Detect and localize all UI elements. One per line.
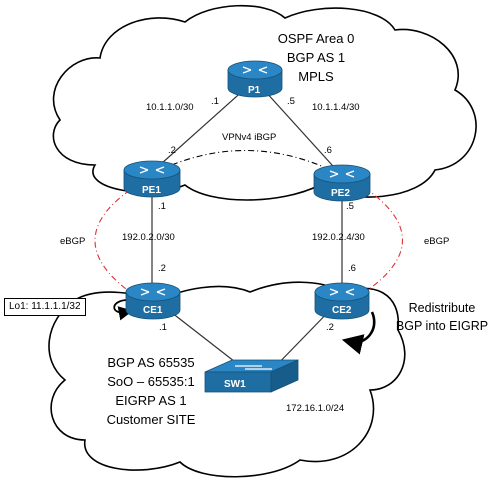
p1-pe2-pe2-end: .6 <box>324 145 332 156</box>
pe1-ce1-pe1-end: .1 <box>158 201 166 212</box>
provider-cloud-line-1: OSPF Area 0 <box>277 31 355 46</box>
redistribute-arrow <box>341 311 376 355</box>
provider-cloud-line-3: MPLS <box>298 69 334 84</box>
ebgp-left-label: eBGP <box>60 236 86 247</box>
customer-cloud-line-3: EIGRP AS 1 <box>115 393 187 408</box>
pe2-ce2-pe2-end: .5 <box>346 201 354 212</box>
ibgp-label: VPNv4 iBGP <box>222 132 277 143</box>
sw1-label: SW1 <box>224 379 246 390</box>
pe1-ce1-subnet: 192.0.2.0/30 <box>122 232 175 243</box>
lan-ce2-end: .2 <box>326 322 334 333</box>
ebgp-right-label: eBGP <box>424 236 450 247</box>
p1-pe2-subnet: 10.1.1.4/30 <box>312 102 360 113</box>
p1-pe1-pe1-end: .2 <box>168 145 176 156</box>
switch-sw1-icon[interactable] <box>204 359 299 393</box>
loopback-box: Lo1: 11.1.1.1/32 <box>4 298 86 316</box>
router-ce1-icon[interactable] <box>125 282 181 320</box>
pe2-ce2-subnet: 192.0.2.4/30 <box>312 232 365 243</box>
pe1-label: PE1 <box>142 185 161 196</box>
provider-cloud-line-2: BGP AS 1 <box>286 50 346 65</box>
pe2-label: PE2 <box>331 188 350 199</box>
p1-pe2-p1-end: .5 <box>287 96 295 107</box>
p1-pe1-p1-end: .1 <box>211 96 219 107</box>
lan-ce1-end: .1 <box>159 322 167 333</box>
ebgp-session-left <box>94 189 131 293</box>
ce1-label: CE1 <box>143 305 163 316</box>
p1-label: P1 <box>248 85 261 96</box>
pe1-ce1-ce1-end: .2 <box>158 263 166 274</box>
provider-cloud <box>52 4 477 201</box>
router-pe1-icon[interactable] <box>123 160 181 198</box>
loopback-loop <box>113 299 134 321</box>
pe2-ce2-ce2-end: .6 <box>348 263 356 274</box>
customer-cloud-line-4: Customer SITE <box>106 412 196 427</box>
ce2-label: CE2 <box>332 305 352 316</box>
redistribute-line-1: Redistribute <box>408 301 476 315</box>
router-pe2-icon[interactable] <box>313 164 371 202</box>
customer-cloud-line-1: BGP AS 65535 <box>107 355 195 370</box>
redistribute-line-2: BGP into EIGRP <box>395 319 489 333</box>
ibgp-session <box>159 149 336 173</box>
lan-subnet: 172.16.1.0/24 <box>286 403 345 414</box>
customer-cloud-line-2: SoO – 65535:1 <box>107 374 195 389</box>
p1-pe1-subnet: 10.1.1.0/30 <box>146 102 194 113</box>
router-p1-icon[interactable] <box>227 60 283 98</box>
ebgp-session-right <box>364 187 403 293</box>
router-ce2-icon[interactable] <box>314 282 370 320</box>
